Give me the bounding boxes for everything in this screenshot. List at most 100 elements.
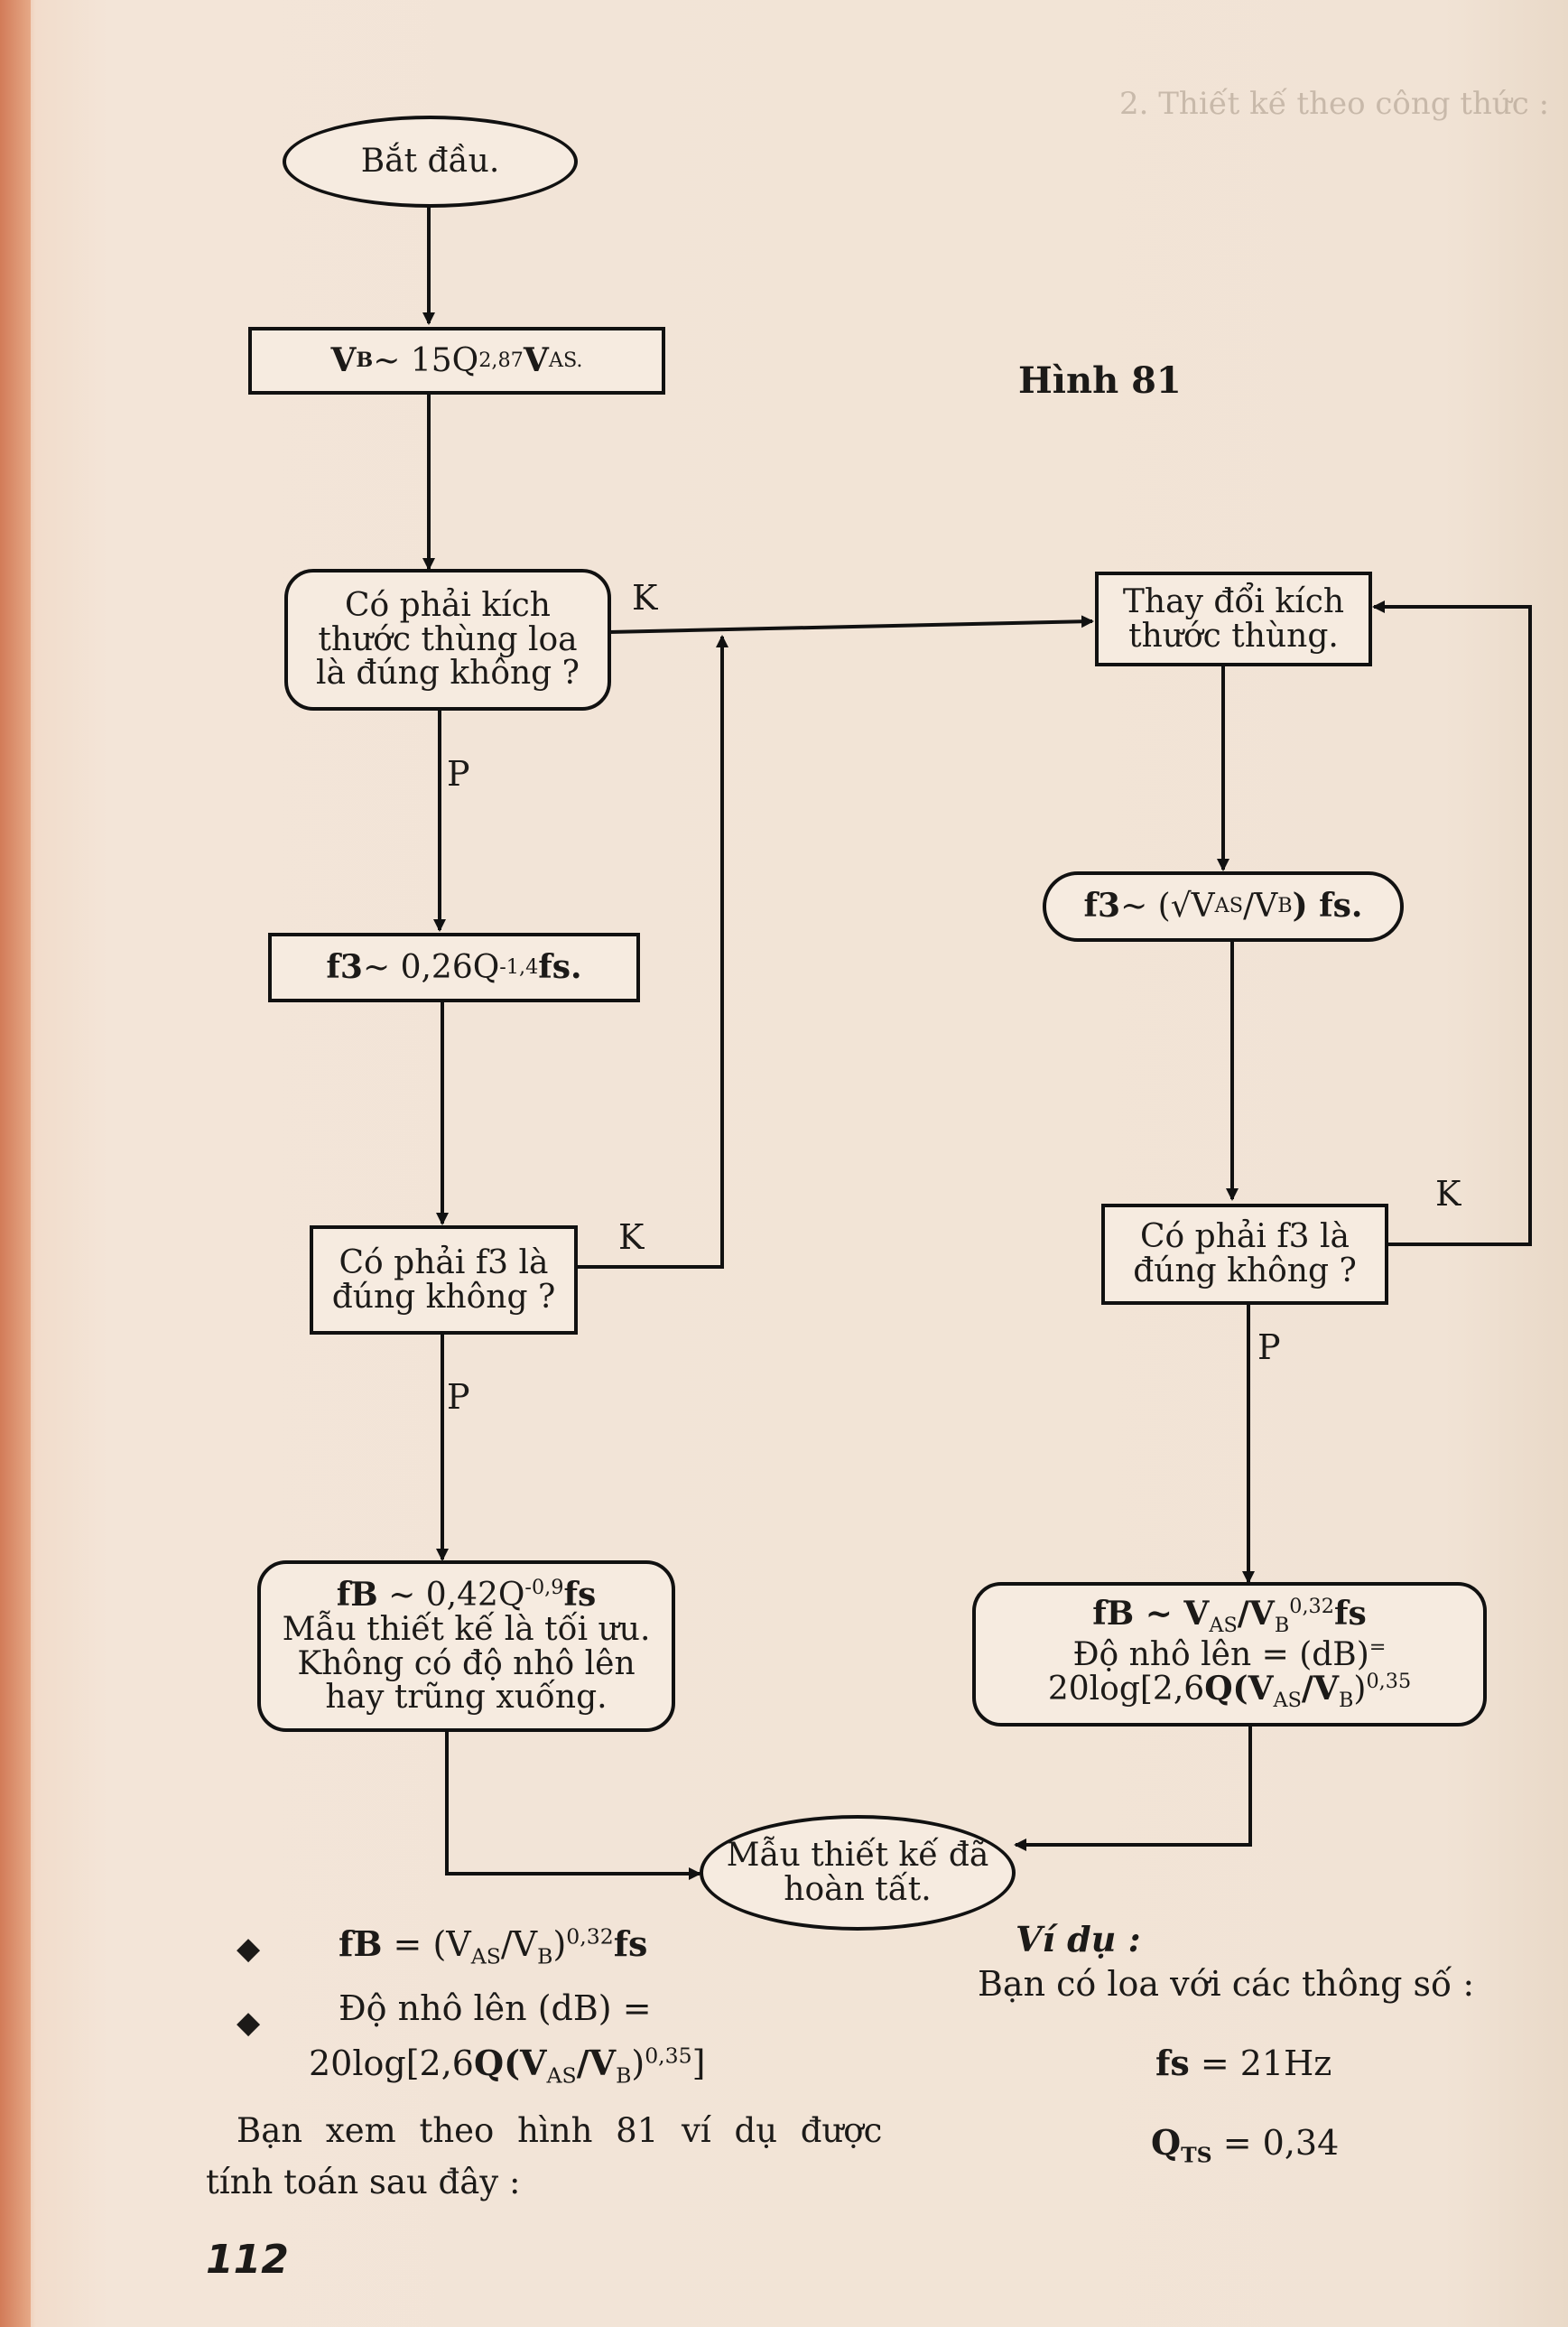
label-k-3: K bbox=[1435, 1174, 1461, 1214]
f3-right-pre: f3 bbox=[1083, 887, 1121, 926]
bullet-1-pre: fB bbox=[339, 1923, 383, 1964]
fb-left-pre: fB bbox=[336, 1575, 378, 1614]
fb-left-line-3: Không có độ nhô lên bbox=[297, 1644, 636, 1682]
end-line-2: hoàn tất. bbox=[784, 1871, 932, 1908]
f3-right-rel: ~ (√V bbox=[1120, 888, 1215, 926]
bullet-2-pre: 20log[2,6 bbox=[309, 2043, 474, 2083]
bullet-1-mid: /V bbox=[500, 1924, 538, 1964]
fb-right-sub-b: B bbox=[1274, 1614, 1290, 1638]
fb-right-line-3-sub-as: AS bbox=[1273, 1689, 1302, 1713]
bullet-1-sub-as: AS bbox=[470, 1943, 501, 1969]
fb-left-box: fB ~ 0,42Q-0,9fs Mẫu thiết kế là tối ưu.… bbox=[257, 1560, 675, 1732]
vb-sub-as: AS. bbox=[548, 348, 583, 372]
change-box-line-1: Thay đổi kích bbox=[1122, 582, 1345, 620]
label-k-1: K bbox=[632, 578, 658, 618]
bullet-icon-1: ◆ bbox=[237, 1931, 261, 1967]
body-text-line-1: Bạn xem theo hình 81 ví dụ được bbox=[237, 2111, 883, 2150]
fb-right-line-3: 20log[2,6Q(VAS/VB)0,35 bbox=[1048, 1671, 1411, 1712]
f3-left-post: fs. bbox=[538, 947, 582, 986]
bullet-1-sub-b: B bbox=[537, 1943, 553, 1969]
bullet-2-exp: 0,35 bbox=[645, 2043, 692, 2069]
label-p-3: P bbox=[1257, 1327, 1281, 1367]
f3-right-mid: /V bbox=[1243, 888, 1278, 926]
fb-left-exp: -0,9 bbox=[524, 1575, 564, 1599]
bullet-1: fB = (VAS/VB)0,32fs bbox=[339, 1923, 647, 1969]
bullet-2-line-1: Độ nhô lên (dB) = bbox=[339, 1988, 652, 2028]
arrow-decision-k-to-change bbox=[608, 615, 1094, 634]
example-qts-label: Q bbox=[1151, 2122, 1182, 2163]
decision-f3-left: Có phải f3 là đúng không ? bbox=[310, 1225, 578, 1335]
example-qts: QTS = 0,34 bbox=[1151, 2122, 1339, 2168]
example-qts-sub: TS bbox=[1181, 2142, 1212, 2168]
arrow-fb-left-to-end bbox=[445, 1732, 701, 1880]
arrow-fb-right-to-end bbox=[1014, 1727, 1252, 1851]
fb-right-line-1: fB ~ VAS/VB0,32fs bbox=[1092, 1596, 1366, 1637]
fb-left-line-2: Mẫu thiết kế là tối ưu. bbox=[282, 1610, 651, 1648]
f3-left-rel: ~ 0,26Q bbox=[362, 948, 500, 986]
vb-sub-b: B bbox=[356, 348, 374, 372]
fb-right-pre: fB bbox=[1092, 1594, 1135, 1633]
fb-left-line-4: hay trũng xuống. bbox=[325, 1679, 608, 1717]
f3-right-sub-b: B bbox=[1277, 894, 1293, 918]
bullet-2-tail: ] bbox=[691, 2043, 706, 2083]
decision-box-size-line-2: thước thùng loa bbox=[318, 620, 578, 658]
fb-right-line-3-pre: 20log[2,6 bbox=[1047, 1671, 1205, 1708]
label-p-1: P bbox=[447, 754, 470, 794]
decision-f3-left-line-1: Có phải f3 là bbox=[339, 1243, 549, 1281]
arrow-f3-left-k-loop bbox=[578, 635, 728, 1269]
fb-right-line-3-v: (V bbox=[1232, 1670, 1274, 1708]
vb-rel: ~ 15Q bbox=[373, 341, 479, 379]
fb-right-post: fs bbox=[1333, 1594, 1367, 1633]
fb-right-line-2: Độ nhô lên = (dB)= bbox=[1072, 1636, 1386, 1672]
example-fs: fs = 21Hz bbox=[1155, 2043, 1331, 2083]
arrow-f3-right-k-loop bbox=[1372, 600, 1532, 1246]
fb-right-mid: /V bbox=[1237, 1594, 1275, 1633]
decision-f3-right: Có phải f3 là đúng không ? bbox=[1101, 1204, 1388, 1305]
fb-right-line-3-exp: 0,35 bbox=[1366, 1670, 1412, 1694]
decision-box-size-line-1: Có phải kích bbox=[345, 586, 551, 624]
header-text: 2. Thiết kế theo công thức : bbox=[1119, 86, 1550, 122]
label-k-2: K bbox=[618, 1217, 645, 1257]
decision-f3-right-line-1: Có phải f3 là bbox=[1140, 1218, 1350, 1256]
fb-left-rel: ~ 0,42Q bbox=[377, 1576, 525, 1614]
decision-f3-left-line-2: đúng không ? bbox=[331, 1278, 556, 1316]
example-intro: Bạn có loa với các thông số : bbox=[978, 1964, 1475, 2004]
bullet-2-q: Q bbox=[473, 2043, 505, 2083]
fb-right-sub-as: AS bbox=[1209, 1614, 1238, 1638]
change-box-line-2: thước thùng. bbox=[1128, 617, 1339, 655]
f3-left-exp: -1,4 bbox=[499, 954, 539, 979]
fb-left-post: fs bbox=[563, 1575, 597, 1614]
body-text-line-2: tính toán sau đây : bbox=[206, 2163, 521, 2201]
fb-right-exp: 0,32 bbox=[1289, 1594, 1334, 1618]
bullet-2-v: (V bbox=[504, 2043, 547, 2083]
vb-vas: V bbox=[523, 340, 549, 379]
bullet-2-post: ) bbox=[631, 2043, 645, 2083]
bullet-2-sub-b: B bbox=[616, 2062, 632, 2089]
fb-right-rel: ~ V bbox=[1134, 1594, 1210, 1633]
bullet-1-post: ) bbox=[552, 1924, 567, 1964]
example-fs-label: fs bbox=[1155, 2043, 1190, 2083]
fb-right-line-3-mid: /V bbox=[1301, 1670, 1340, 1708]
fb-right-line-3-post: ) bbox=[1353, 1671, 1367, 1708]
page-edge bbox=[0, 0, 31, 2327]
start-node: Bắt đầu. bbox=[283, 116, 578, 208]
decision-box-size-line-3: là đúng không ? bbox=[316, 655, 580, 693]
f3-right-post: ) fs. bbox=[1292, 887, 1363, 926]
end-line-1: Mẫu thiết kế đã bbox=[726, 1837, 989, 1875]
end-node: Mẫu thiết kế đã hoàn tất. bbox=[700, 1815, 1016, 1931]
bullet-1-tail: fs bbox=[613, 1923, 648, 1964]
example-qts-value: = 0,34 bbox=[1211, 2123, 1340, 2163]
vb-exp: 2,87 bbox=[478, 348, 524, 372]
bullet-icon-2: ◆ bbox=[237, 2005, 261, 2041]
decision-box-size: Có phải kích thước thùng loa là đúng khô… bbox=[284, 569, 611, 711]
decision-f3-right-line-2: đúng không ? bbox=[1133, 1252, 1357, 1289]
fb-right-line-3-sub-b: B bbox=[1339, 1689, 1354, 1713]
start-label: Bắt đầu. bbox=[360, 143, 500, 181]
page-number: 112 bbox=[206, 2237, 289, 2283]
f3-right-sub-as: AS bbox=[1214, 894, 1244, 918]
